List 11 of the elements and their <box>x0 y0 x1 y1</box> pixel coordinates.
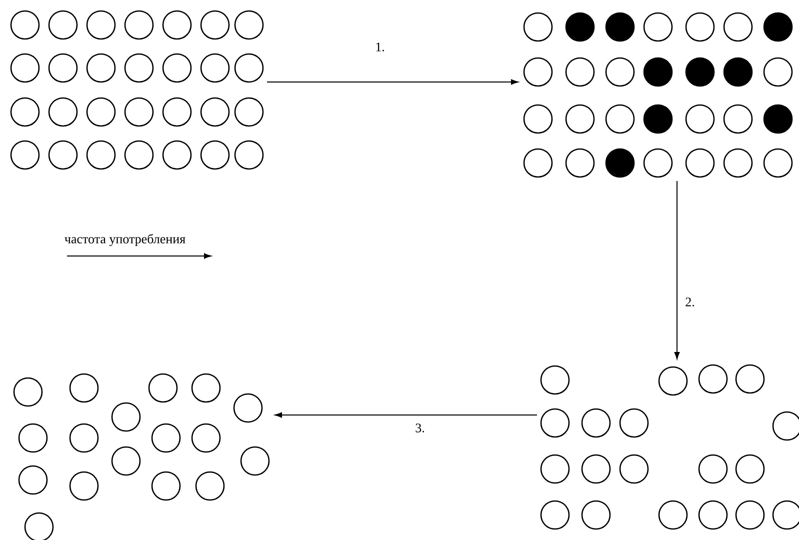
axis-label: частота употребления <box>64 234 186 246</box>
circles-drawing <box>10 10 264 170</box>
arrow <box>674 180 680 360</box>
edge-label: 3. <box>414 422 426 434</box>
circles-drawing <box>523 12 793 178</box>
circles-drawing <box>13 373 270 540</box>
edge-label: 1. <box>374 42 386 52</box>
arrow <box>266 79 518 85</box>
edge-label: 2. <box>684 296 696 308</box>
arrow <box>274 412 538 418</box>
circles-drawing <box>540 364 799 530</box>
